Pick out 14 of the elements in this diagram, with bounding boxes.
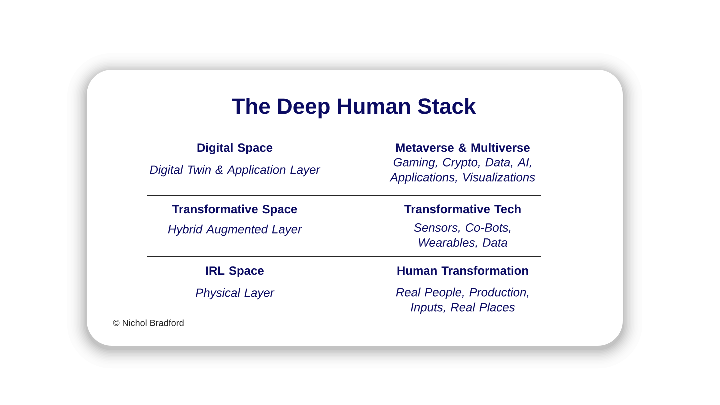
copyright-notice: © Nichol Bradford xyxy=(113,320,184,326)
description-text: Sensors, Co-Bots, Wearables, Data xyxy=(414,224,511,248)
section-heading: Human Transformation xyxy=(398,266,528,276)
section-heading: Transformative Tech xyxy=(404,204,521,214)
section-heading: IRL Space xyxy=(206,266,264,278)
description-text: Gaming, Crypto, Data, AI, Applications, Visualizations xyxy=(390,158,536,184)
description-text: Hybrid Augmented Layer xyxy=(168,224,302,236)
section-heading: Digital Space xyxy=(198,143,273,155)
title: The Deep Human Stack xyxy=(232,98,476,119)
section-heading: Transformative Space xyxy=(172,204,298,216)
section-heading: Metaverse & Multiverse xyxy=(396,143,530,152)
description-text: Real People, Production, Inputs, Real Places xyxy=(396,288,529,314)
description-text: Digital Twin & Application Layer xyxy=(150,165,321,177)
description-text: Physical Layer xyxy=(196,288,275,300)
